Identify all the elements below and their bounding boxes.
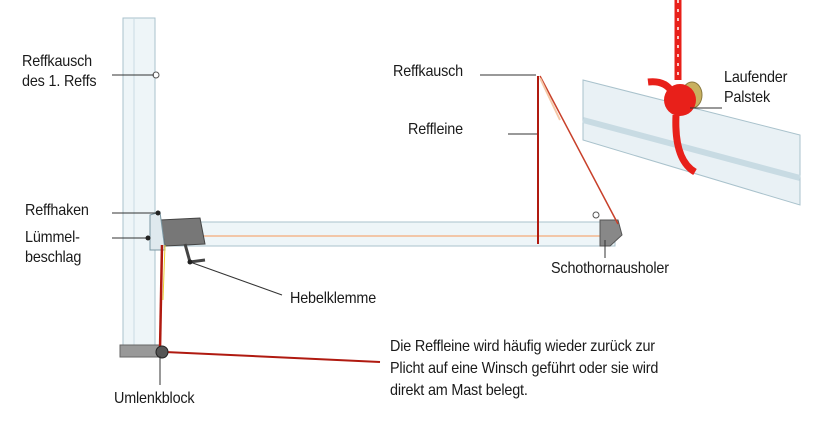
label-text: des 1. Reffs	[22, 73, 97, 90]
label-text: Palstek	[724, 89, 770, 106]
note-line: direkt am Mast belegt.	[390, 382, 528, 399]
label-reffkausch-1: Reffkausch des 1. Reffs	[22, 52, 97, 92]
reef-line	[155, 75, 619, 363]
mast	[119, 17, 161, 358]
palstek-inset	[582, 0, 801, 206]
label-reffhaken: Reffhaken	[25, 202, 89, 219]
note-line: Die Reffleine wird häufig wieder zurück …	[390, 338, 655, 355]
label-hebelklemme: Hebelklemme	[290, 290, 377, 307]
label-text: Reffkausch	[22, 53, 92, 70]
label-reffkausch: Reffkausch	[393, 63, 463, 80]
label-schothornausholer: Schothornausholer	[551, 260, 669, 277]
label-umlenkblock: Umlenkblock	[114, 390, 195, 407]
note-line: Plicht auf eine Winsch geführt oder sie …	[390, 360, 659, 377]
label-text: Laufender	[724, 69, 788, 86]
label-reffleine: Reffleine	[408, 121, 463, 138]
boom	[149, 211, 623, 264]
label-luemmelbeschlag: Lümmel- beschlag	[25, 228, 81, 268]
leader-lines	[112, 74, 722, 385]
label-laufender-palstek: Laufender Palstek	[724, 68, 787, 108]
note-text: Die Reffleine wird häufig wieder zurück …	[390, 336, 658, 402]
label-text: Lümmel-	[25, 229, 80, 246]
label-text: beschlag	[25, 249, 82, 266]
